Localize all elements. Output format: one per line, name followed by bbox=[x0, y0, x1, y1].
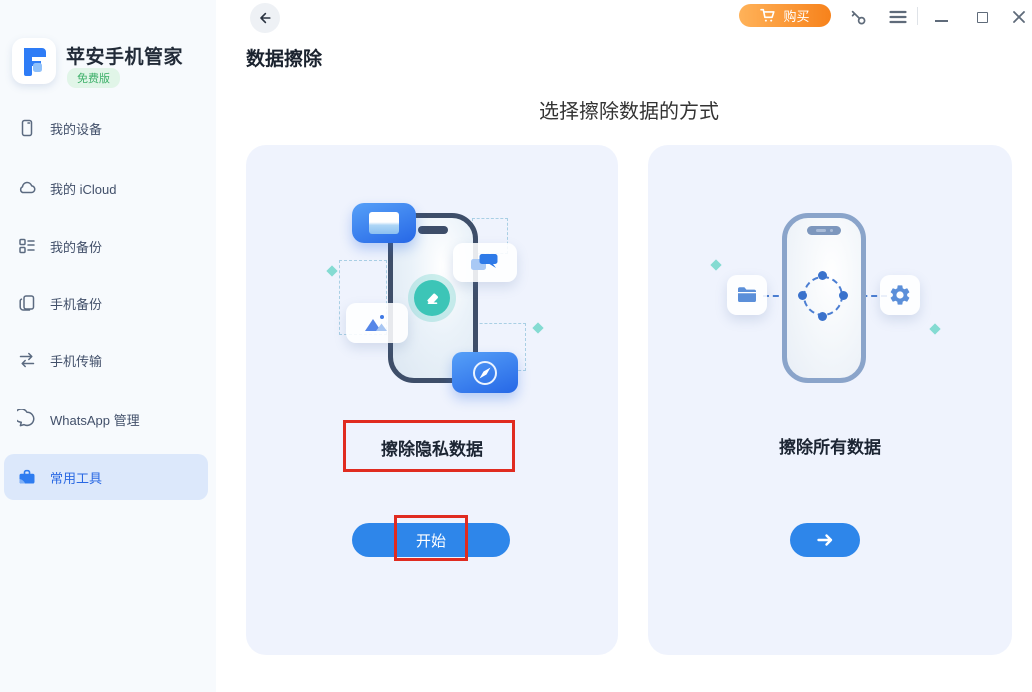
folder-tile bbox=[727, 275, 767, 315]
connector-dot bbox=[839, 291, 848, 300]
dashed-circle-target bbox=[803, 276, 843, 316]
backup-list-icon bbox=[19, 238, 35, 254]
minimize-icon bbox=[934, 20, 948, 22]
settings-tile bbox=[880, 275, 920, 315]
diamond-decoration bbox=[929, 323, 941, 335]
menu-icon bbox=[889, 10, 907, 24]
sidebar-item-common-tools[interactable]: 常用工具 bbox=[4, 454, 208, 500]
messages-icon bbox=[471, 253, 498, 270]
diamond-decoration bbox=[326, 265, 338, 277]
sidebar-item-label: 我的设备 bbox=[50, 121, 103, 137]
wallet-app-tile bbox=[352, 203, 416, 243]
close-icon bbox=[1013, 11, 1025, 23]
connector-dot bbox=[818, 271, 827, 280]
photos-icon bbox=[365, 315, 387, 331]
safari-app-tile bbox=[452, 352, 518, 393]
gear-icon bbox=[890, 285, 910, 305]
photos-app-tile bbox=[346, 303, 408, 343]
menu-button[interactable] bbox=[887, 6, 909, 28]
transfer-arrows-icon bbox=[19, 352, 35, 368]
sidebar-item-label: 常用工具 bbox=[50, 470, 103, 486]
arrow-right-icon bbox=[817, 534, 833, 546]
connector-dot bbox=[798, 291, 807, 300]
wallet-icon bbox=[369, 212, 399, 234]
card-title-erase-private: 擦除隐私数据 bbox=[381, 440, 483, 459]
back-button[interactable] bbox=[250, 3, 280, 33]
buy-button[interactable]: 购买 bbox=[739, 4, 831, 27]
connector-dot bbox=[818, 312, 827, 321]
messages-app-tile bbox=[453, 243, 517, 282]
sidebar: 苹安手机管家 免费版 我的设备 我的 iCloud 我的备份 bbox=[0, 0, 216, 692]
card-erase-all-data[interactable]: 擦除所有数据 bbox=[648, 145, 1012, 655]
card-erase-private-data[interactable]: 擦除隐私数据 开始 bbox=[246, 145, 618, 655]
sidebar-item-label: 手机传输 bbox=[50, 353, 103, 369]
key-icon bbox=[851, 10, 866, 25]
phone-icon bbox=[21, 119, 33, 137]
chat-bubble-icon bbox=[17, 409, 35, 427]
maximize-button[interactable] bbox=[971, 6, 993, 28]
diamond-decoration bbox=[710, 259, 722, 271]
main-heading: 选择擦除数据的方式 bbox=[539, 101, 719, 123]
phone-notch bbox=[807, 226, 841, 235]
eraser-icon bbox=[427, 293, 438, 304]
eraser-badge bbox=[414, 280, 450, 316]
app-title: 苹安手机管家 bbox=[66, 47, 184, 68]
toolbox-icon bbox=[19, 469, 35, 484]
folder-icon bbox=[738, 287, 756, 302]
page-title: 数据擦除 bbox=[246, 49, 323, 70]
go-button[interactable] bbox=[790, 523, 860, 557]
sidebar-item-my-backups[interactable]: 我的备份 bbox=[4, 223, 208, 269]
register-key-button[interactable] bbox=[847, 6, 869, 28]
free-version-badge: 免费版 bbox=[67, 68, 120, 88]
start-button[interactable]: 开始 bbox=[352, 523, 510, 557]
sidebar-item-label: 我的备份 bbox=[50, 239, 103, 255]
titlebar-divider bbox=[917, 7, 918, 25]
phone-notch bbox=[418, 226, 448, 234]
diamond-decoration bbox=[532, 322, 544, 334]
sidebar-item-label: WhatsApp 管理 bbox=[50, 412, 140, 428]
phone-copy-icon bbox=[19, 295, 35, 311]
back-arrow-icon bbox=[260, 12, 271, 24]
sidebar-item-my-icloud[interactable]: 我的 iCloud bbox=[4, 165, 208, 211]
maximize-icon bbox=[976, 11, 988, 23]
sidebar-item-my-device[interactable]: 我的设备 bbox=[4, 105, 208, 151]
cloud-icon bbox=[19, 181, 36, 194]
minimize-button[interactable] bbox=[930, 6, 952, 28]
sidebar-item-phone-transfer[interactable]: 手机传输 bbox=[4, 337, 208, 383]
sidebar-item-label: 我的 iCloud bbox=[50, 181, 117, 197]
sidebar-item-phone-backup[interactable]: 手机备份 bbox=[4, 280, 208, 326]
sidebar-item-label: 手机备份 bbox=[50, 296, 103, 312]
start-button-label: 开始 bbox=[415, 532, 446, 550]
buy-button-label: 购买 bbox=[783, 9, 810, 24]
app-logo-icon bbox=[24, 48, 46, 76]
app-logo bbox=[12, 38, 56, 84]
cart-icon bbox=[760, 8, 776, 22]
safari-compass-icon bbox=[473, 360, 497, 385]
close-button[interactable] bbox=[1008, 6, 1030, 28]
card-title-erase-all: 擦除所有数据 bbox=[779, 438, 881, 457]
sidebar-item-whatsapp[interactable]: WhatsApp 管理 bbox=[4, 396, 208, 442]
